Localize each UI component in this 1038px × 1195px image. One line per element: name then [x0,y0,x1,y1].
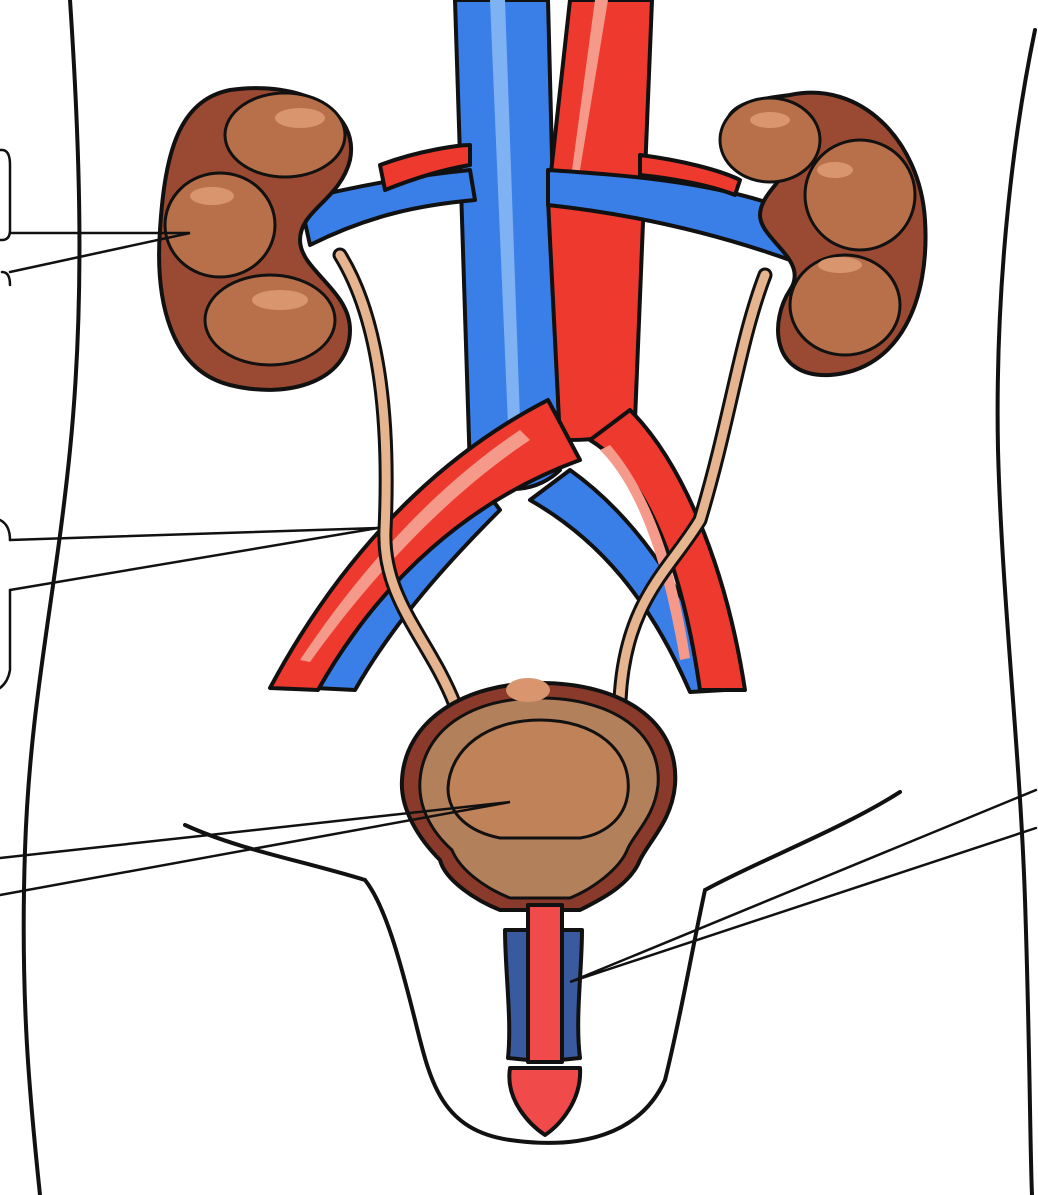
callout-ureter-pointer [10,528,378,590]
bladder-inner [448,720,628,838]
penis [505,905,582,1135]
left-kidney-highlight-1 [275,108,325,128]
urethra [528,905,562,1062]
right-kidney-highlight-2 [817,162,853,178]
bladder [402,678,675,910]
glans [509,1068,580,1135]
right-kidney-lobe-2 [805,140,915,250]
right-kidney-highlight-3 [818,257,862,273]
left-kidney-lobe-3 [205,275,335,365]
callout-ureter-box [0,520,10,540]
left-kidney-lobe-1 [225,93,345,177]
corpus-left [505,930,528,1060]
left-kidney-highlight-3 [252,290,308,310]
callout-kidney-box [0,150,10,240]
bladder-apex [506,678,550,702]
right-kidney-highlight-1 [750,112,790,128]
left-kidney-highlight-2 [190,187,234,205]
right-kidney-lobe-1 [720,98,820,182]
